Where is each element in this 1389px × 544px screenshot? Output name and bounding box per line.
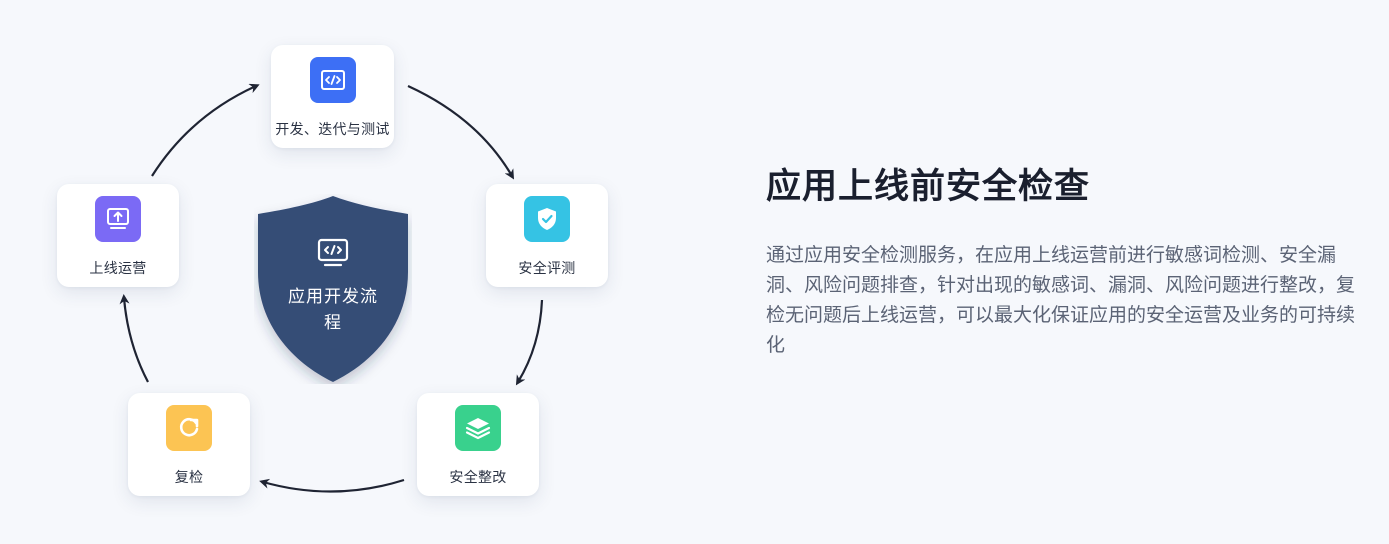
step-label: 上线运营: [89, 261, 147, 277]
code-icon: [309, 57, 356, 103]
center-title: 应用开发流程: [288, 287, 378, 333]
arrow-operate-to-develop: [151, 83, 260, 177]
refresh-icon: [166, 405, 212, 451]
step-card-develop: 开发、迭代与测试: [271, 45, 394, 148]
arrow-recheck-to-operate: [119, 294, 149, 383]
arrow-develop-to-assess: [407, 84, 515, 180]
step-label: 复检: [174, 470, 204, 486]
step-label: 开发、迭代与测试: [275, 122, 390, 138]
arrow-assess-to-remediate: [515, 299, 544, 386]
step-card-assess: 安全评测: [486, 184, 608, 287]
layers-icon: [455, 405, 501, 451]
info-panel: 应用上线前安全检查 通过应用安全检测服务，在应用上线运营前进行敏感词检测、安全漏…: [766, 162, 1366, 360]
info-title: 应用上线前安全检查: [766, 167, 1091, 207]
step-label: 安全整改: [449, 470, 507, 486]
upload-icon: [95, 196, 141, 242]
info-description: 通过应用安全检测服务，在应用上线运营前进行敏感词检测、安全漏洞、风险问题排查，针…: [766, 244, 1356, 356]
process-diagram: 开发、迭代与测试 安全评测 安全整改 复检: [57, 45, 608, 496]
center-shield: [258, 196, 408, 382]
center-shield-content: 应用开发流程: [254, 194, 412, 384]
step-card-remediate: 安全整改: [417, 393, 539, 496]
arrow-remediate-to-recheck: [259, 478, 405, 493]
cycle-arrows: [119, 83, 544, 493]
shield-check-icon: [524, 196, 570, 242]
step-card-recheck: 复检: [128, 393, 250, 496]
step-card-operate: 上线运营: [57, 184, 179, 287]
step-label: 安全评测: [518, 261, 576, 277]
code-window-icon: [317, 238, 349, 267]
